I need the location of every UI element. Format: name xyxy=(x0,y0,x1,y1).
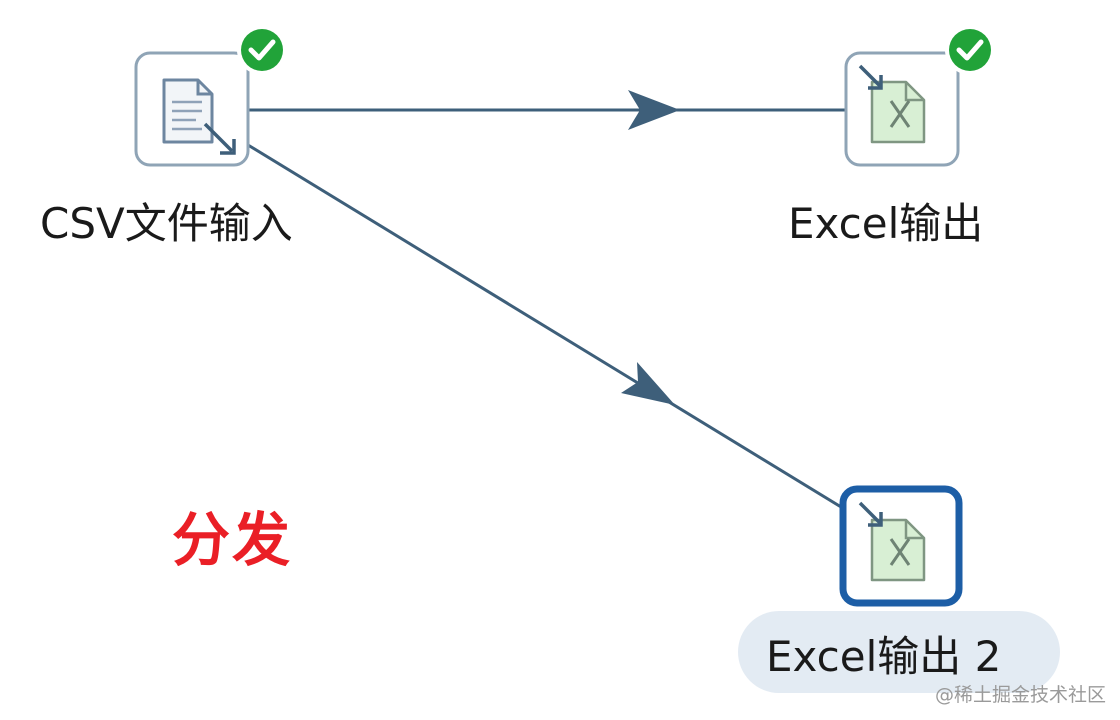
node-label-selection-highlight xyxy=(738,611,1060,693)
excel-output-icon xyxy=(858,501,926,582)
node-label-excel-output-2[interactable]: Excel输出 2 xyxy=(766,632,1002,681)
edge-csv-to-excel-output-2[interactable] xyxy=(247,143,847,512)
arrowhead-icon xyxy=(621,362,675,405)
status-ok-icon xyxy=(237,25,287,75)
node-excel-output[interactable] xyxy=(844,25,995,167)
csv-file-input-icon xyxy=(162,78,236,155)
node-excel-output-2[interactable] xyxy=(839,485,963,607)
watermark: @稀土掘金技术社区 xyxy=(935,684,1107,706)
status-ok-icon xyxy=(945,25,995,75)
edge-csv-to-excel-output[interactable] xyxy=(248,90,846,130)
node-label-excel-output[interactable]: Excel输出 xyxy=(788,199,984,248)
annotation-distribute: 分发 xyxy=(172,506,293,574)
node-csv-file-input[interactable] xyxy=(134,25,287,167)
excel-output-icon xyxy=(858,64,926,144)
node-label-csv-file-input[interactable]: CSV文件输入 xyxy=(40,199,293,248)
arrowhead-icon xyxy=(628,90,680,130)
